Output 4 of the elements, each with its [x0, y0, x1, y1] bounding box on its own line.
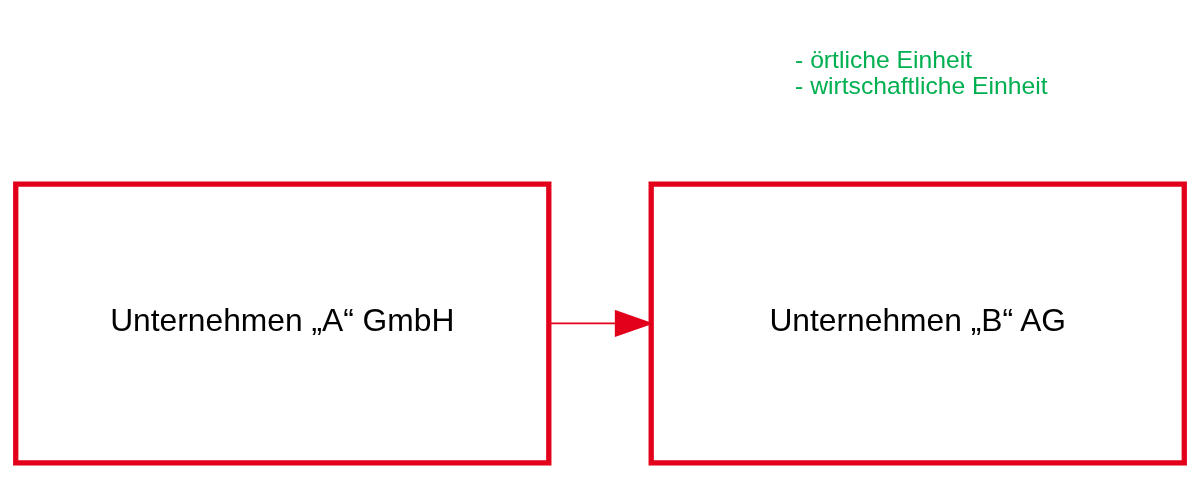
- node-box: Unternehmen „B“ AG: [648, 180, 1187, 466]
- node-label: - örtliche Einheit: [795, 45, 973, 73]
- node-label: - wirtschaftliche Einheit: [795, 71, 1048, 99]
- node-box: Unternehmen „A“ GmbH: [13, 180, 552, 466]
